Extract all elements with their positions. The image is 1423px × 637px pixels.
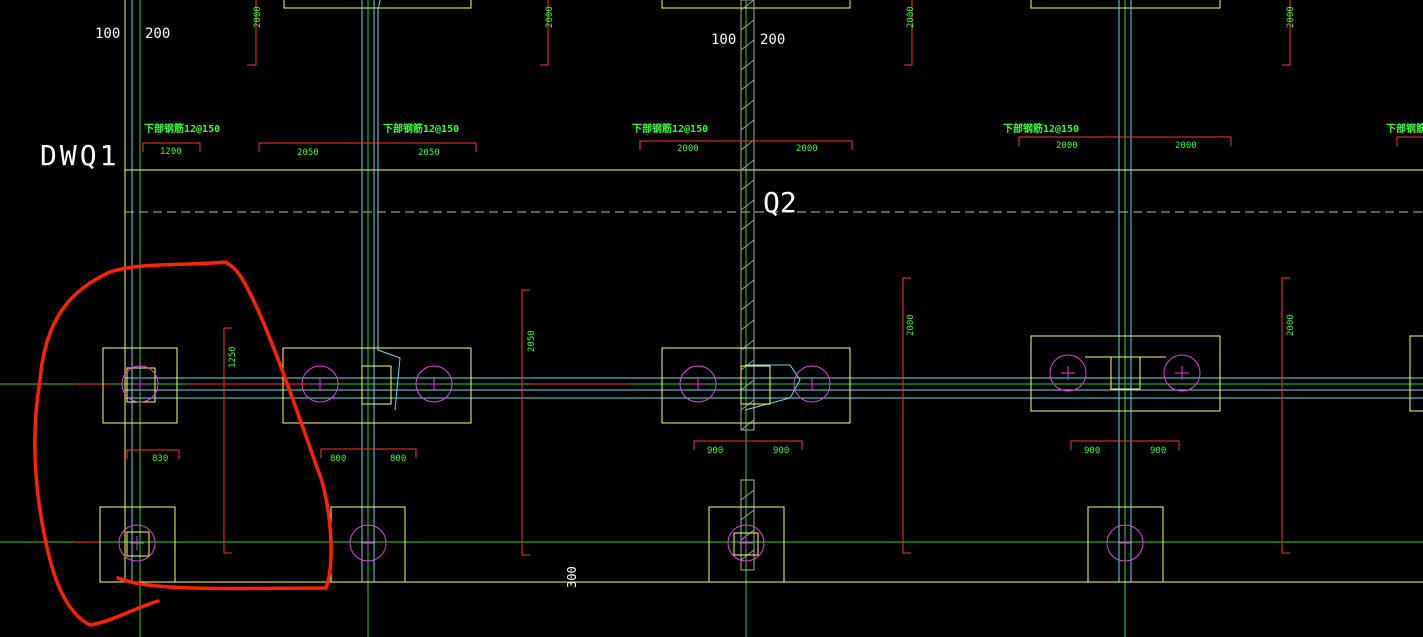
pile — [118, 524, 156, 562]
pile-cap — [1030, 335, 1221, 412]
pile — [727, 524, 765, 562]
rebar-note: 下部钢筋12@150 — [144, 122, 220, 135]
wall-outlines — [100, 0, 1423, 583]
dim-text: 2000 — [1286, 314, 1296, 336]
rebar-note: 下部钢筋12@150 — [383, 122, 459, 135]
dim-text: 900 — [707, 446, 723, 456]
piles — [118, 354, 1201, 562]
dim-text: 2000 — [1286, 6, 1296, 28]
dim-text: 2050 — [527, 330, 537, 352]
dim-text: 2000 — [906, 6, 916, 28]
pile — [1106, 524, 1144, 562]
dim-text: 2050 — [297, 148, 319, 158]
dim-text: 800 — [390, 454, 406, 464]
dim-text: 830 — [152, 454, 168, 464]
dim-text: 300 — [565, 566, 579, 588]
pile — [1163, 354, 1201, 392]
dim-text: 1200 — [160, 147, 182, 157]
pile-cap — [1409, 335, 1423, 412]
dim-text: 2000 — [796, 144, 818, 154]
rebar-note: 下部钢筋12@150 — [632, 122, 708, 135]
pile — [415, 365, 453, 403]
dim-text: 900 — [773, 446, 789, 456]
dim-text: 900 — [1150, 446, 1166, 456]
pile-cap — [1087, 506, 1164, 583]
pile — [349, 524, 387, 562]
pile-cap — [661, 347, 851, 424]
wall-label-q2: Q2 — [763, 186, 797, 219]
dim-text: 2000 — [253, 6, 263, 28]
beam-lines — [125, 0, 1423, 582]
rebar-note: 下部钢筋12@150 — [1386, 122, 1423, 135]
dim-text: 900 — [1084, 446, 1100, 456]
pile — [1049, 354, 1087, 392]
dim-text: 2050 — [418, 148, 440, 158]
dim-text: 2000 — [677, 144, 699, 154]
pile-caps — [99, 335, 1423, 583]
hatched-wall-q2 — [740, 0, 755, 571]
dim-text: 200 — [760, 32, 785, 48]
pile-cap — [708, 506, 785, 583]
dim-text: 100 — [711, 32, 736, 48]
dim-text: 2000 — [1175, 141, 1197, 151]
pile — [121, 365, 159, 403]
dim-text: 1250 — [228, 346, 238, 368]
pile-cap — [282, 347, 472, 424]
dim-text: 800 — [330, 454, 346, 464]
rebar-note: 下部钢筋12@150 — [1003, 122, 1079, 135]
wall-label-dwq1: DWQ1 — [40, 139, 119, 172]
dim-text: 100 — [95, 26, 120, 42]
pile-cap — [102, 347, 178, 424]
pile — [793, 365, 831, 403]
pile — [301, 365, 339, 403]
dimension-lines — [74, 0, 1423, 556]
dim-text: 2000 — [906, 314, 916, 336]
markup-annotation-outline — [33, 260, 333, 627]
dim-text: 2000 — [1056, 141, 1078, 151]
pile — [679, 365, 717, 403]
dim-text: 200 — [145, 26, 170, 42]
dim-text: 2000 — [545, 6, 555, 28]
